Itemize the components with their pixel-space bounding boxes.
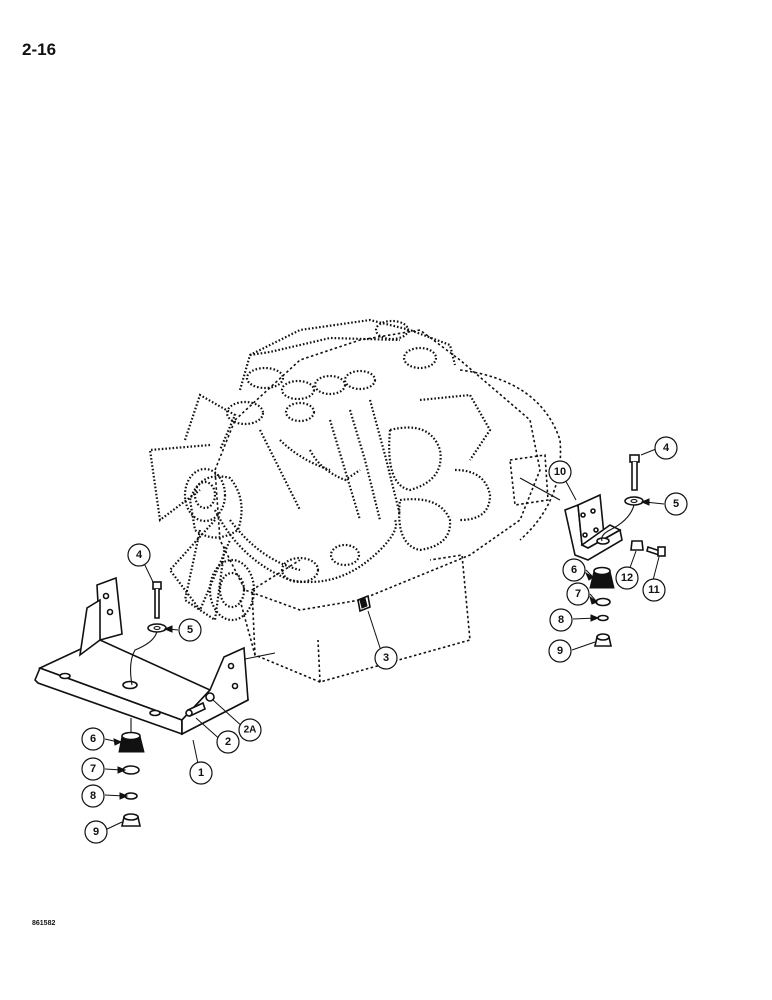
svg-text:12: 12 bbox=[621, 572, 633, 584]
washer-5-left bbox=[147, 623, 167, 633]
svg-text:10: 10 bbox=[554, 466, 566, 478]
mount-stud-3 bbox=[357, 594, 371, 613]
bolt-4-left bbox=[152, 581, 162, 619]
callout-9-left: 9 bbox=[84, 820, 108, 844]
svg-text:8: 8 bbox=[558, 614, 564, 626]
front-mount-bracket bbox=[34, 576, 249, 736]
figure-code: 861582 bbox=[32, 920, 56, 927]
svg-text:9: 9 bbox=[557, 645, 563, 657]
callout-4-left: 4 bbox=[127, 543, 151, 567]
bolt-path-right bbox=[601, 504, 635, 542]
fan bbox=[148, 393, 237, 622]
callout-11: 11 bbox=[642, 578, 666, 602]
svg-text:1: 1 bbox=[198, 767, 204, 779]
svg-text:6: 6 bbox=[571, 564, 577, 576]
svg-text:11: 11 bbox=[648, 584, 660, 596]
callout-12: 12 bbox=[615, 566, 639, 590]
callout-5-left: 5 bbox=[178, 618, 202, 642]
svg-text:8: 8 bbox=[90, 790, 96, 802]
callout-6-left: 6 bbox=[81, 727, 105, 751]
page-number: 2-16 bbox=[22, 40, 57, 59]
callout-1: 1 bbox=[189, 761, 213, 785]
callout-3: 3 bbox=[374, 646, 398, 670]
guide-line-right bbox=[519, 477, 561, 501]
rubber-mount-6-left bbox=[118, 731, 145, 753]
callout-2: 2 bbox=[216, 730, 240, 754]
svg-text:4: 4 bbox=[663, 442, 670, 454]
callout-8-left: 8 bbox=[81, 784, 105, 808]
rear-mount-bracket bbox=[564, 493, 623, 561]
nut-2a bbox=[205, 692, 215, 702]
bolt-11 bbox=[646, 545, 666, 557]
nut-12 bbox=[630, 540, 644, 551]
svg-text:5: 5 bbox=[673, 498, 679, 510]
svg-text:7: 7 bbox=[90, 763, 96, 775]
callout-4-right: 4 bbox=[654, 436, 678, 460]
callout-5-right: 5 bbox=[664, 492, 688, 516]
svg-text:4: 4 bbox=[136, 549, 143, 561]
callout-9-right: 9 bbox=[548, 639, 572, 663]
svg-text:6: 6 bbox=[90, 733, 96, 745]
nut-9-right bbox=[594, 633, 612, 647]
callout-8-right: 8 bbox=[549, 608, 573, 632]
svg-text:9: 9 bbox=[93, 826, 99, 838]
callout-7-left: 7 bbox=[81, 757, 105, 781]
svg-text:2A: 2A bbox=[244, 725, 257, 736]
callout-7-right: 7 bbox=[566, 582, 590, 606]
callout-10: 10 bbox=[548, 460, 572, 484]
engine-outline bbox=[188, 318, 562, 683]
bolt-path-left bbox=[129, 624, 158, 686]
callout-2a: 2A bbox=[238, 718, 262, 742]
washer-7-right bbox=[595, 597, 611, 607]
guide-line-left bbox=[239, 652, 276, 661]
bolt-4-right bbox=[629, 454, 640, 491]
svg-text:2: 2 bbox=[225, 736, 231, 748]
nut-9-left bbox=[121, 813, 141, 827]
washer-5-right bbox=[624, 496, 644, 506]
rubber-mount-6-right bbox=[589, 566, 615, 589]
svg-text:5: 5 bbox=[187, 624, 193, 636]
leader-arrows bbox=[113, 498, 650, 800]
svg-text:7: 7 bbox=[575, 588, 581, 600]
lockwasher-8-right bbox=[597, 614, 609, 622]
callout-6-right: 6 bbox=[562, 558, 586, 582]
bolt-2 bbox=[185, 701, 206, 718]
svg-text:3: 3 bbox=[383, 652, 389, 664]
